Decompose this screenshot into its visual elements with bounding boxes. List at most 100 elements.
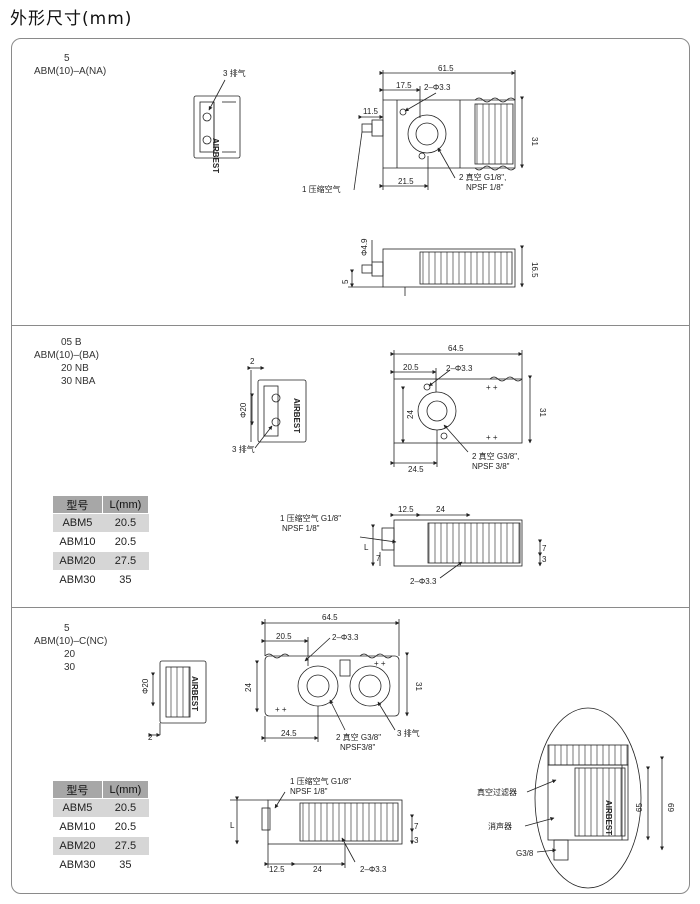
table-cell: 27.5 [102, 836, 149, 856]
model-line: 30 NBA [61, 376, 96, 387]
dim-65: 65 [635, 803, 644, 812]
dim-7: 7 [414, 822, 419, 831]
exhaust-label: 3 排气 [232, 444, 255, 454]
model-label-ba: 05 B ABM(10)–(BA) 20 NB 30 NBA [34, 336, 99, 388]
top-view-ba: + + + + [393, 376, 523, 444]
table-cell: 20.5 [102, 798, 149, 818]
vacuum-npsf: NPSF3/8" [340, 743, 375, 752]
side-view-ba [250, 370, 307, 443]
dim-31: 31 [414, 682, 423, 691]
top-view-c: + + + + [264, 653, 400, 717]
holes-b: 2–Φ3.3 [360, 865, 387, 874]
holes-label: 2–Φ3.3 [424, 83, 451, 92]
vacuum-label: 2 真空 G1/8", [459, 172, 506, 182]
model-line: 5 [64, 53, 70, 64]
holes-label: 2–Φ3.3 [446, 364, 473, 373]
table-cell: 20.5 [102, 513, 149, 533]
table-header: 型号 [52, 780, 103, 799]
dim-24-5: 24.5 [408, 465, 424, 474]
model-label-c: 5 ABM(10)–C(NC) 20 30 [34, 622, 107, 674]
exhaust-label: 3 排气 [223, 68, 246, 78]
dim-phi20: Φ20 [141, 678, 150, 694]
holes-b: 2–Φ3.3 [410, 577, 437, 586]
vacuum-npsf: NPSF 1/8" [466, 183, 504, 192]
table-header: L(mm) [101, 780, 150, 799]
dim-12-5: 12.5 [269, 865, 285, 874]
front-view-c [230, 799, 403, 845]
table-cell: 35 [102, 855, 149, 875]
table-cell: ABM10 [52, 817, 103, 837]
model-line: ABM(10)–C(NC) [34, 636, 108, 647]
vacuum-npsf: NPSF 3/8" [472, 462, 510, 471]
dim-7-right: 7 [542, 544, 547, 553]
model-line: 05 B [61, 337, 82, 348]
holes-label: 2–Φ3.3 [332, 633, 359, 642]
compressed-npsf: NPSF 1/8" [282, 524, 320, 533]
section-divider-2 [11, 607, 690, 608]
table-cell: 20.5 [102, 817, 149, 837]
model-line: 20 NB [61, 363, 89, 374]
vacuum-label: 2 真空 G3/8", [472, 451, 519, 461]
svg-text:+ +: + + [486, 383, 498, 392]
svg-text:+ +: + + [486, 433, 498, 442]
table-cell: 27.5 [102, 551, 149, 571]
model-line: ABM(10)–(BA) [34, 350, 100, 361]
front-view-ba [381, 519, 523, 567]
dim-24b: 24 [313, 865, 322, 874]
dim-31: 31 [538, 408, 547, 417]
dim-L: L [364, 543, 369, 552]
brand-logo: AIRBEST [604, 800, 613, 835]
svg-text:+ +: + + [275, 705, 287, 714]
dim-64-5: 64.5 [322, 613, 338, 622]
dim-12-5: 12.5 [398, 505, 414, 514]
table-cell: 20.5 [102, 532, 149, 552]
top-view-a [361, 97, 516, 171]
compressed-air-label: 1 压缩空气 [302, 184, 341, 194]
dim-phi20: Φ20 [239, 402, 248, 418]
dim-11-5: 11.5 [363, 107, 379, 116]
dim-2: 2 [148, 733, 153, 742]
dim-31: 31 [530, 137, 539, 146]
dim-61-5: 61.5 [438, 64, 454, 73]
table-cell: ABM5 [52, 513, 103, 533]
table-cell: ABM30 [52, 855, 103, 875]
g38-label: G3/8 [516, 849, 534, 858]
model-line: 30 [64, 662, 76, 673]
side-view-c [159, 660, 207, 735]
vacuum-filter-label: 真空过滤器 [477, 787, 517, 797]
silencer-label: 消声器 [488, 821, 512, 831]
model-line: 20 [64, 649, 76, 660]
dim-64-5: 64.5 [448, 344, 464, 353]
dim-3: 3 [542, 555, 547, 564]
model-line: 5 [64, 623, 70, 634]
table-cell: ABM10 [52, 532, 103, 552]
dim-17-5: 17.5 [396, 81, 412, 90]
model-line: ABM(10)–A(NA) [34, 66, 107, 77]
dim-phi4-9: Φ4.9 [360, 238, 369, 256]
dim-2: 2 [250, 357, 255, 366]
dim-3: 3 [414, 836, 419, 845]
svg-text:+ +: + + [374, 659, 386, 668]
vacuum-label: 2 真空 G3/8" [336, 732, 381, 742]
page-title: 外形尺寸(mm) [10, 9, 133, 29]
table-cell: 35 [102, 570, 149, 590]
dim-L: L [230, 821, 235, 830]
brand-logo: AIRBEST [190, 676, 199, 711]
dim-21-5: 21.5 [398, 177, 414, 186]
brand-logo: AIRBEST [211, 138, 220, 173]
table-header: 型号 [52, 495, 103, 514]
model-label-a: 5 ABM(10)–A(NA) [34, 52, 106, 78]
dim-20-5: 20.5 [276, 632, 292, 641]
exhaust-label: 3 排气 [397, 728, 420, 738]
dim-20-5: 20.5 [403, 363, 419, 372]
front-view-a [361, 248, 516, 288]
